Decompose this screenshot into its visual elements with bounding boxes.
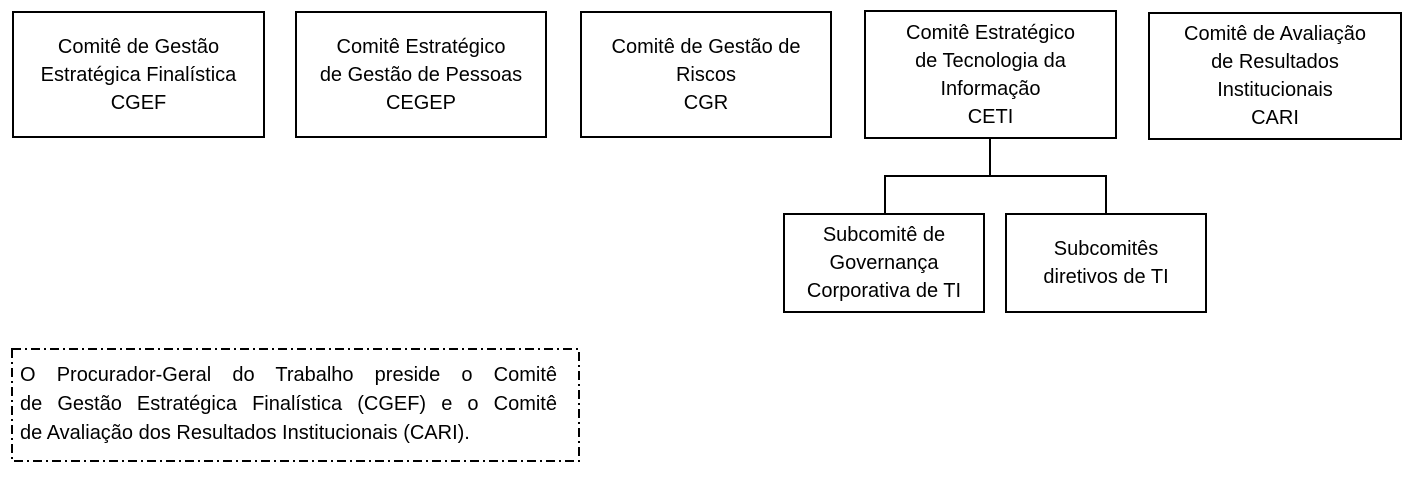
note-line-1: O Procurador-Geral do Trabalho preside o… — [20, 364, 557, 386]
committee-label-cgr: Comitê de Gestão de Riscos CGR — [611, 35, 801, 114]
committee-box-cegep: Comitê Estratégico de Gestão de Pessoas … — [295, 11, 547, 138]
subcommittee-label-governanca-ti: Subcomitê de Governança Corporativa de T… — [806, 224, 962, 302]
subcommittee-box-governanca-ti: Subcomitê de Governança Corporativa de T… — [783, 213, 985, 313]
subcommittee-box-diretivos-ti: Subcomitês diretivos de TI — [1005, 213, 1207, 313]
committee-label-cgef: Comitê de Gestão Estratégica Finalística… — [40, 35, 237, 114]
committee-label-ceti: Comitê Estratégico de Tecnologia da Info… — [906, 21, 1075, 128]
connector-horizontal-rail — [884, 175, 1107, 177]
connector-drop-left — [884, 175, 886, 213]
note-line-3: de Avaliação dos Resultados Instituciona… — [20, 422, 470, 444]
committee-label-cari: Comitê de Avaliação de Resultados Instit… — [1184, 23, 1366, 129]
committee-label-cegep: Comitê Estratégico de Gestão de Pessoas … — [319, 35, 523, 114]
connector-ceti-drop — [989, 139, 991, 177]
dash-dot-border — [11, 348, 580, 462]
committee-box-cgr: Comitê de Gestão de Riscos CGR — [580, 11, 832, 138]
committee-box-cgef: Comitê de Gestão Estratégica Finalística… — [12, 11, 265, 138]
note-line-2: de Gestão Estratégica Finalística (CGEF)… — [20, 393, 557, 415]
committee-box-cari: Comitê de Avaliação de Resultados Instit… — [1148, 12, 1402, 140]
subcommittee-label-diretivos-ti: Subcomitês diretivos de TI — [1043, 238, 1169, 288]
note-box: O Procurador-Geral do Trabalho preside o… — [11, 348, 580, 462]
note-text: O Procurador-Geral do Trabalho preside o… — [20, 361, 557, 448]
connector-drop-right — [1105, 175, 1107, 213]
committee-box-ceti: Comitê Estratégico de Tecnologia da Info… — [864, 10, 1117, 139]
